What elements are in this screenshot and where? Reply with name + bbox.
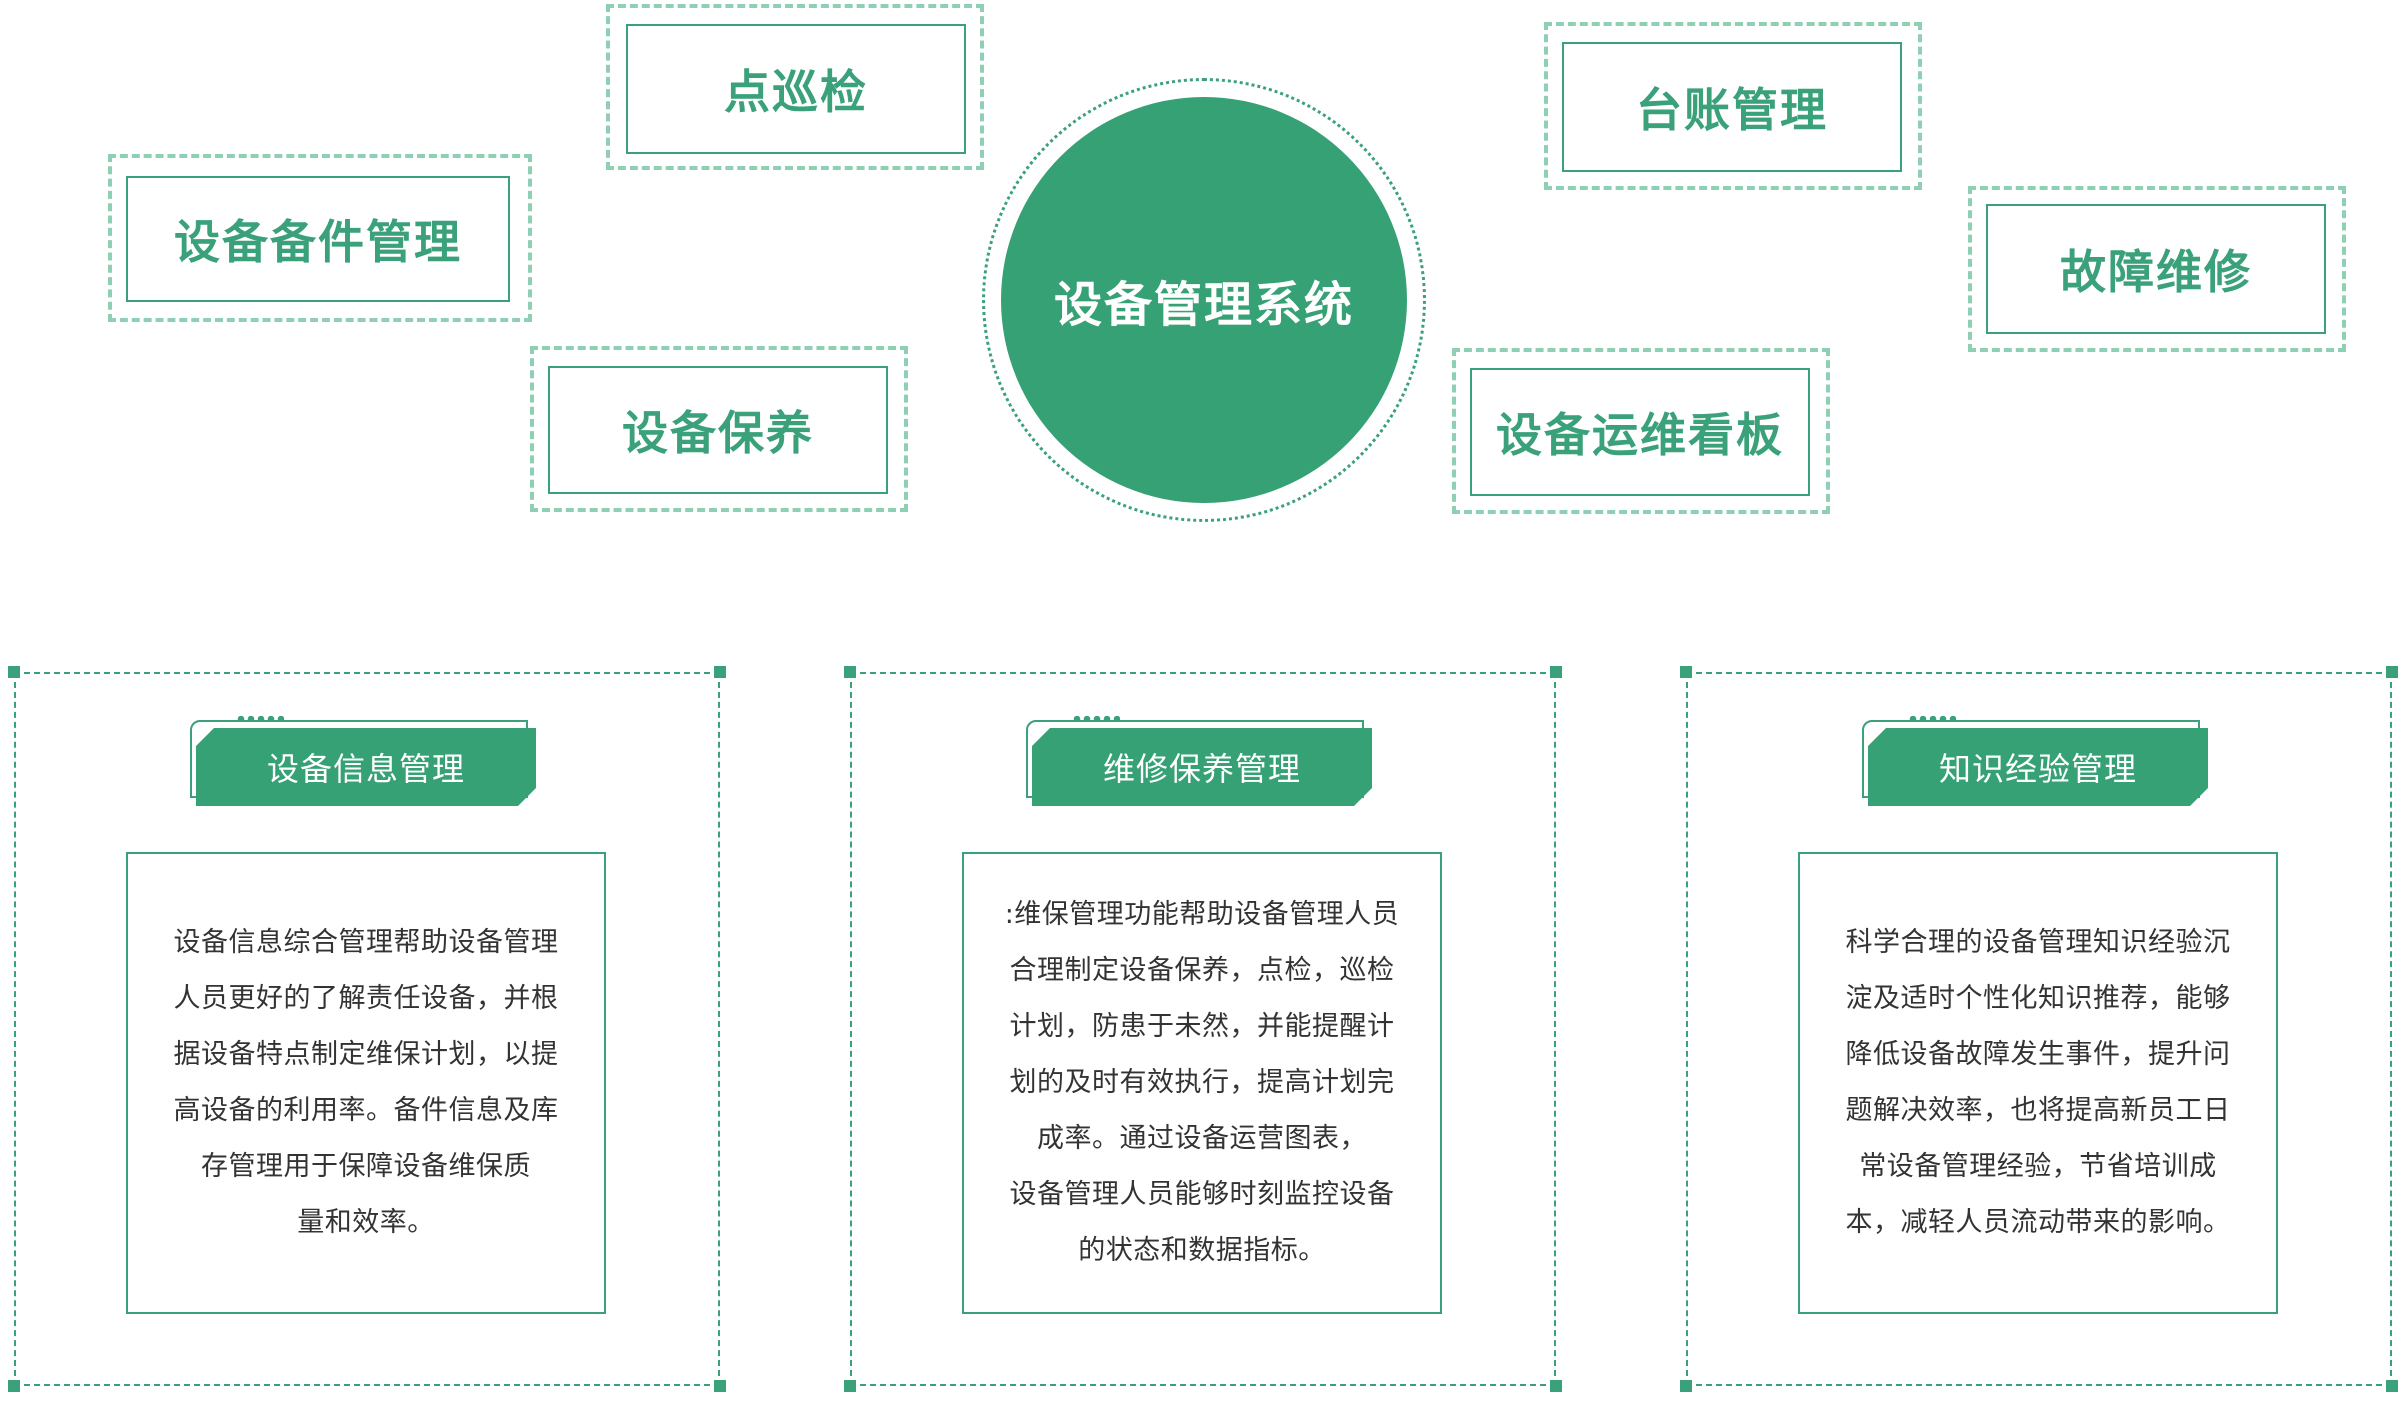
node-ledger: 台账管理 <box>1562 42 1902 172</box>
corner-marker <box>8 1380 20 1392</box>
center-node-label: 设备管理系统 <box>1053 277 1354 333</box>
card-description-box: :维保管理功能帮助设备管理人员 合理制定设备保养，点检，巡检 计划，防患于未然，… <box>962 852 1442 1314</box>
node-frame-ledger <box>1544 22 1922 190</box>
node-fault-repair: 故障维修 <box>1986 204 2326 334</box>
node-inspection-label: 点巡检 <box>724 65 868 119</box>
corner-marker <box>1550 1380 1562 1392</box>
node-maintenance: 设备保养 <box>548 366 888 494</box>
corner-marker <box>8 666 20 678</box>
node-maintenance-label: 设备保养 <box>622 406 814 460</box>
center-ring <box>982 78 1426 522</box>
node-frame-inspection <box>606 4 984 170</box>
node-spare-parts-label: 设备备件管理 <box>174 215 462 269</box>
card-description: :维保管理功能帮助设备管理人员 合理制定设备保养，点检，巡检 计划，防患于未然，… <box>1004 899 1400 1266</box>
card-title-tab: 知识经验管理 <box>1868 728 2208 806</box>
node-inspection: 点巡检 <box>626 24 966 154</box>
card-title: 维修保养管理 <box>1102 750 1301 788</box>
corner-marker <box>1550 666 1562 678</box>
node-frame-dashboard <box>1452 348 1830 514</box>
corner-marker <box>714 1380 726 1392</box>
card-description-box: 科学合理的设备管理知识经验沉 淀及适时个性化知识推荐，能够 降低设备故障发生事件… <box>1798 852 2278 1314</box>
corner-marker <box>1680 666 1692 678</box>
card-frame <box>1686 672 2392 1386</box>
corner-marker <box>844 666 856 678</box>
corner-marker <box>714 666 726 678</box>
card-title-tab: 维修保养管理 <box>1032 728 1372 806</box>
node-fault-repair-label: 故障维修 <box>2060 245 2252 299</box>
tab-decoration-dots <box>1072 716 1120 722</box>
card-description: 设备信息综合管理帮助设备管理 人员更好的了解责任设备，并根 据设备特点制定维保计… <box>173 927 559 1238</box>
card-description-box: 设备信息综合管理帮助设备管理 人员更好的了解责任设备，并根 据设备特点制定维保计… <box>126 852 606 1314</box>
card-description: 科学合理的设备管理知识经验沉 淀及适时个性化知识推荐，能够 降低设备故障发生事件… <box>1845 927 2231 1238</box>
card-frame <box>850 672 1556 1386</box>
corner-marker <box>2386 666 2398 678</box>
corner-marker <box>1680 1380 1692 1392</box>
node-frame-spare-parts <box>108 154 532 322</box>
tab-decoration-dots <box>1908 716 1956 722</box>
tab-decoration-dots <box>236 716 284 722</box>
card-title: 知识经验管理 <box>1938 750 2137 788</box>
node-spare-parts: 设备备件管理 <box>126 176 510 302</box>
corner-marker <box>2386 1380 2398 1392</box>
center-node: 设备管理系统 <box>1001 97 1407 503</box>
node-frame-fault-repair <box>1968 186 2346 352</box>
node-dashboard-label: 设备运维看板 <box>1496 408 1784 462</box>
card-title-tab: 设备信息管理 <box>196 728 536 806</box>
corner-marker <box>844 1380 856 1392</box>
card-frame <box>14 672 720 1386</box>
node-dashboard: 设备运维看板 <box>1470 368 1810 496</box>
node-ledger-label: 台账管理 <box>1636 83 1828 137</box>
card-title: 设备信息管理 <box>266 750 465 788</box>
node-frame-maintenance <box>530 346 908 512</box>
